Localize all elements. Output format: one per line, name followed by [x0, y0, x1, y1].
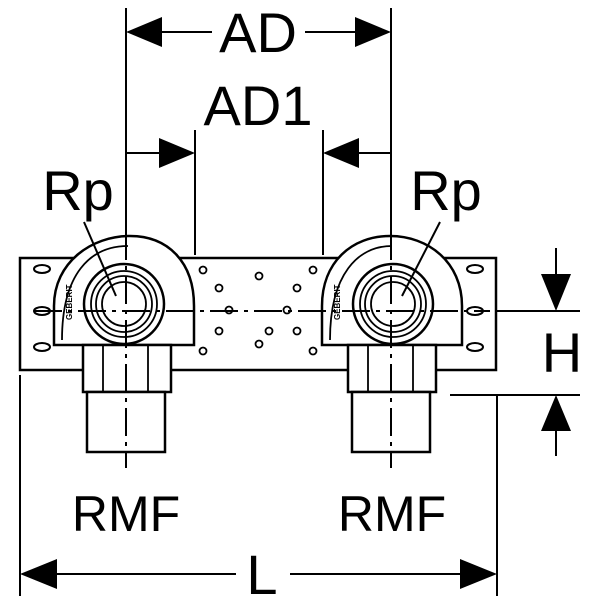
l-dimension: L	[20, 543, 497, 600]
rp-right-label: Rp	[410, 159, 482, 222]
rp-left-leader	[83, 221, 117, 297]
right-fitting-contour	[329, 245, 393, 341]
ad1-label: AD1	[204, 74, 313, 137]
rp-right-leader	[401, 221, 441, 297]
left-fitting-contour	[61, 245, 129, 341]
left-outlet-thread	[101, 281, 147, 327]
left-outlet-ring-2	[90, 270, 158, 338]
rmf-left-label: RMF	[72, 486, 180, 542]
l-arrow-left	[20, 559, 57, 589]
rmf-right-label: RMF	[338, 486, 446, 542]
center-lines	[34, 232, 490, 468]
ad1-dimension: AD1	[126, 74, 391, 168]
h-arrow-top	[541, 274, 571, 311]
l-label: L	[246, 543, 277, 600]
left-brand-mark: GEBERIT	[65, 284, 74, 320]
right-outlet-thread	[370, 281, 416, 327]
ad1-arrow-left	[159, 138, 195, 168]
h-arrow-bottom	[541, 395, 571, 431]
ad-arrow-left	[126, 17, 162, 47]
left-outlet-ring-3	[95, 275, 153, 333]
right-brand-mark: GEBERIT	[333, 284, 342, 320]
ad-label: AD	[219, 1, 297, 64]
rp-leaders	[83, 221, 441, 297]
ad-dimension: AD	[126, 1, 391, 64]
h-label: H	[542, 321, 582, 384]
h-dimension: H	[541, 248, 582, 456]
right-outlet-ring-3	[364, 275, 422, 333]
right-outlet-ring-2	[359, 270, 427, 338]
l-arrow-right	[460, 559, 497, 589]
ad1-arrow-right	[323, 138, 359, 168]
rp-left-label: Rp	[42, 159, 114, 222]
ad-arrow-right	[355, 17, 391, 47]
left-fitting: GEBERIT	[52, 234, 196, 454]
